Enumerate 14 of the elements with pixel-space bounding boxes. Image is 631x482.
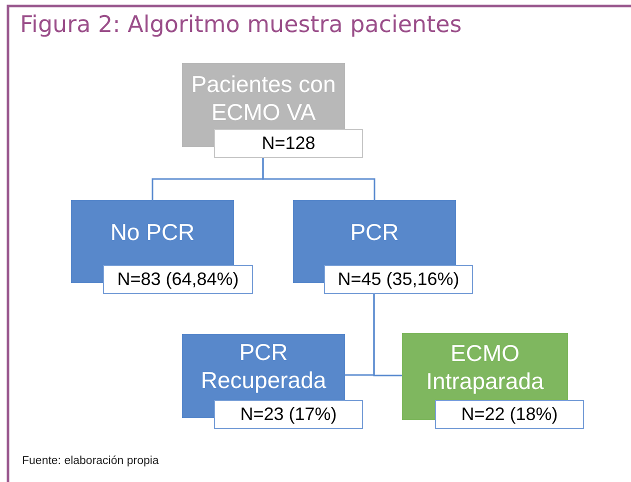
node-label: ECMO Intraparada: [425, 340, 545, 396]
node-label: Pacientes con ECMO VA: [190, 71, 337, 126]
count-label: N=22 (18%): [435, 400, 584, 429]
count-label: N=23 (17%): [214, 400, 363, 429]
source-note: Fuente: elaboración propia: [22, 455, 159, 467]
node-label: PCR: [350, 218, 399, 246]
connector-line: [373, 294, 402, 376]
node-label: PCR Recuperada: [200, 339, 328, 395]
count-label: N=83 (64,84%): [103, 265, 253, 294]
figure-title: Figura 2: Algoritmo muestra pacientes: [20, 12, 462, 38]
connector-line: [262, 158, 376, 200]
count-label: N=128: [214, 129, 363, 158]
count-label: N=45 (35,16%): [324, 265, 473, 294]
node-label: No PCR: [110, 218, 195, 246]
